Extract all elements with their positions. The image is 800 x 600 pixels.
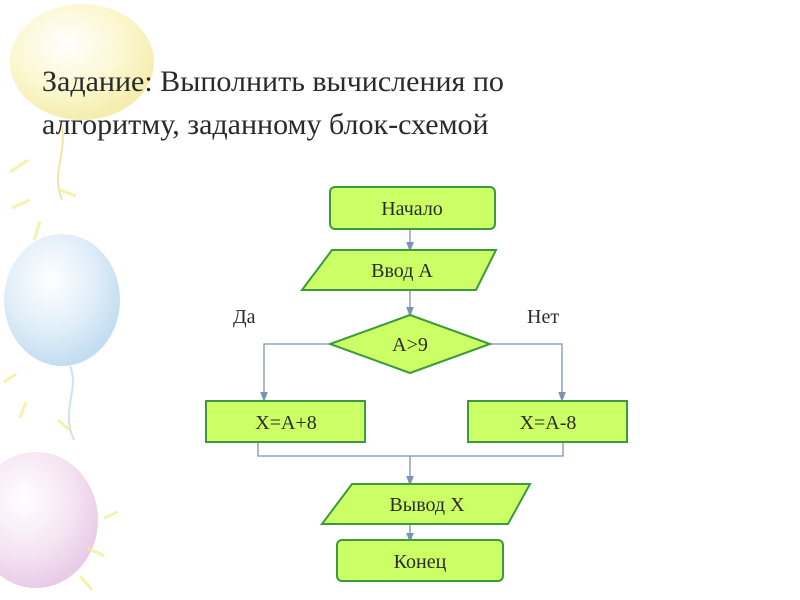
condition-label: А>9	[392, 334, 428, 356]
end-block: Конец	[336, 539, 504, 582]
input-block: Ввод А	[300, 249, 498, 291]
yes-action-label: Х=А+8	[255, 412, 316, 434]
output-label: Вывод Х	[389, 494, 465, 516]
end-label: Конец	[394, 551, 447, 573]
yes-action-block: Х=А+8	[205, 400, 366, 443]
connector-branches-merge	[257, 442, 564, 457]
pink-balloon-decoration	[0, 452, 98, 588]
condition-block: А>9	[327, 313, 493, 375]
yellow-balloon-decoration	[10, 4, 154, 201]
no-action-block: Х=А-8	[467, 400, 628, 443]
slide-title-line-2: алгоритму, заданному блок-схемой	[42, 108, 489, 141]
start-label: Начало	[381, 198, 443, 220]
connector-condition-no-branch	[490, 343, 566, 403]
no-action-label: Х=А-8	[520, 412, 577, 434]
no-branch-label: Нет	[527, 306, 559, 328]
flowchart-connectors	[257, 229, 566, 544]
yes-branch-label: Да	[233, 306, 256, 328]
sparkle-decoration	[3, 158, 119, 591]
output-block: Вывод Х	[320, 483, 532, 525]
connector-condition-yes-branch	[260, 343, 330, 403]
start-block: Начало	[329, 186, 496, 230]
slide-title: Задание: Выполнить вычисления по алгорит…	[42, 60, 762, 146]
input-label: Ввод А	[371, 260, 433, 282]
blue-balloon-decoration	[4, 234, 120, 441]
slide-title-line-1: Задание: Выполнить вычисления по	[42, 65, 504, 98]
